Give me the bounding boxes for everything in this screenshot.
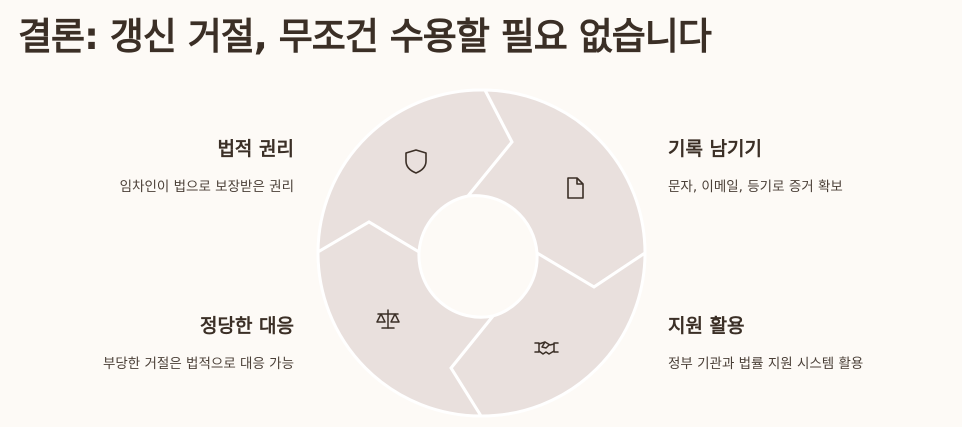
segment-use-support[interactable]	[449, 250, 647, 418]
item-description: 문자, 이메일, 등기로 증거 확보	[668, 179, 843, 195]
page-title: 결론: 갱신 거절, 무조건 수용할 필요 없습니다	[18, 15, 712, 58]
item-heading: 정당한 대응	[199, 315, 294, 337]
document-icon	[567, 177, 584, 199]
item-heading: 지원 활용	[668, 315, 745, 337]
item-proper-response: 정당한 대응 부당한 거절은 법적으로 대응 가능	[0, 311, 294, 372]
item-description: 부당한 거절은 법적으로 대응 가능	[102, 356, 294, 372]
item-description: 정부 기관과 법률 지원 시스템 활용	[668, 356, 864, 372]
item-use-support: 지원 활용 정부 기관과 법률 지원 시스템 활용	[668, 311, 962, 372]
segment-keep-records[interactable]	[464, 88, 647, 289]
segment-legal-rights[interactable]	[316, 88, 514, 255]
scales-icon	[376, 309, 400, 329]
item-legal-rights: 법적 권리 임차인이 법으로 보장받은 권리	[0, 134, 294, 195]
handshake-icon	[534, 341, 559, 355]
item-heading: 기록 남기기	[668, 138, 763, 160]
item-keep-records: 기록 남기기 문자, 이메일, 등기로 증거 확보	[668, 134, 962, 195]
item-heading: 법적 권리	[217, 138, 294, 160]
item-description: 임차인이 법으로 보장받은 권리	[119, 179, 294, 195]
shield-icon	[405, 149, 427, 174]
segment-proper-response[interactable]	[316, 220, 497, 418]
